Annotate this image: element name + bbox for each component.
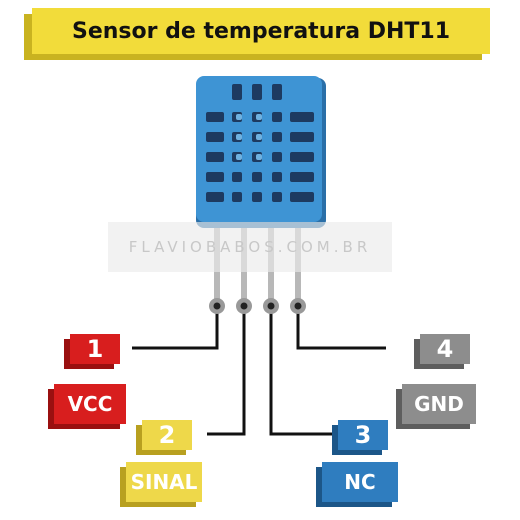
pin-3-number: 3 — [338, 420, 388, 450]
pin-4-number: 4 — [420, 334, 470, 364]
sensor-vents — [206, 84, 314, 202]
wire-pin-4 — [296, 306, 386, 350]
pin-4-label: GND — [402, 384, 476, 424]
page-title: Sensor de temperatura DHT11 — [71, 18, 451, 44]
sensor-body — [196, 76, 326, 228]
wire-pin-1 — [132, 306, 219, 350]
title-banner: Sensor de temperatura DHT11 — [32, 8, 490, 54]
pin-2-number: 2 — [142, 420, 192, 450]
watermark: FLAVIOBABOS.COM.BR — [108, 222, 392, 272]
pin-1-label: VCC — [54, 384, 126, 424]
wire-pin-3 — [269, 306, 336, 436]
pin-1-number: 1 — [70, 334, 120, 364]
pin-3-label: NC — [322, 462, 398, 502]
wires — [132, 306, 386, 436]
pin-dots — [209, 298, 306, 314]
wire-pin-2 — [207, 306, 246, 436]
pin-2-label: SINAL — [126, 462, 202, 502]
